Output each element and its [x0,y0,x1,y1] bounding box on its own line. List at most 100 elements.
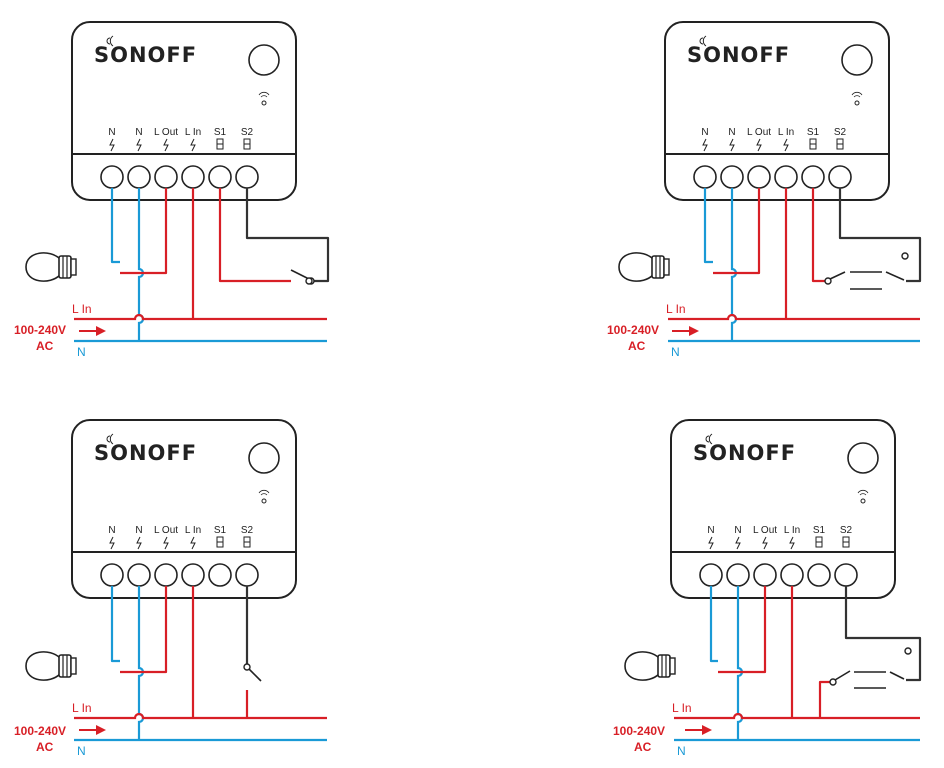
lightning-icon [708,536,714,550]
lightning-icon [163,536,169,550]
switch-contact-icon [243,536,251,548]
brand-logo: SONOFF [94,43,197,67]
wifi-led-icon [851,91,863,106]
terminal-screw-5 [208,165,232,189]
s2-switch-wire [245,188,330,283]
terminal-screw-6 [828,165,852,189]
neutral-to-bulb-wire [709,586,718,663]
lightning-icon [190,138,196,152]
single-pole-switch [243,663,262,682]
terminal-label-2: N [135,127,142,138]
arrow-right-icon [672,326,699,336]
two-way-switch [829,647,912,689]
terminal-label-5: S1 [214,525,227,536]
live-line-label: L In [72,302,92,316]
terminal-screw-4 [774,165,798,189]
terminal-screw-1 [693,165,717,189]
terminal-screw-5 [801,165,825,189]
neutral-line-label: N [77,744,86,758]
terminal-screw-3 [154,563,178,587]
switch-contact-icon [216,536,224,548]
terminal-screw-1 [100,165,124,189]
terminal-label-1: N [108,127,115,138]
terminal-screw-4 [780,563,804,587]
terminal-label-3: L Out [747,127,771,138]
terminal-label-4: L In [185,127,201,138]
live-line-label: L In [666,302,686,316]
lightning-icon [109,138,115,152]
brand-logo: SONOFF [687,43,790,67]
wifi-signal-icon [705,433,713,445]
terminal-label-6: S2 [241,525,254,536]
terminal-screw-2 [720,165,744,189]
arrow-right-icon [79,326,106,336]
live-supply-line [674,712,920,720]
terminal-label-2: N [728,127,735,138]
supply-ac-label: AC [628,339,646,353]
terminal-label-4: L In [185,525,201,536]
terminal-label-3: L Out [154,525,178,536]
s2-switch-wire [844,586,922,682]
terminal-label-6: S2 [840,525,853,536]
switch-contact-icon [216,138,224,150]
pairing-button-icon [847,442,879,474]
live-supply-line [74,712,327,720]
device-body [664,21,890,201]
load-live-wire [120,188,168,275]
neutral-supply-wire [736,586,744,740]
light-bulb-icon [618,252,670,282]
terminal-screw-3 [747,165,771,189]
lightning-icon [163,138,169,152]
light-bulb-icon [624,651,676,681]
live-line-label: L In [72,701,92,715]
brand-logo: SONOFF [693,441,796,465]
supply-voltage-label: 100-240V [613,724,665,738]
supply-ac-label: AC [36,740,54,754]
terminal-screw-2 [726,563,750,587]
device-body [71,21,297,201]
lightning-icon [783,138,789,152]
live-supply-line [74,313,327,321]
terminal-screw-1 [100,563,124,587]
wifi-signal-icon [106,35,114,47]
supply-ac-label: AC [36,339,54,353]
supply-voltage-label: 100-240V [14,323,66,337]
lightning-icon [762,536,768,550]
terminal-label-1: N [701,127,708,138]
terminal-label-3: L Out [154,127,178,138]
s1-switch-wire [218,188,291,283]
lightning-icon [136,536,142,550]
pairing-button-icon [248,44,280,76]
s2-switch-wire [838,188,922,283]
device-body [71,419,297,599]
switch-live-wire [818,680,830,718]
terminal-label-4: L In [778,127,794,138]
terminal-screw-4 [181,165,205,189]
terminal-label-4: L In [784,525,800,536]
device-body [670,419,896,599]
lightning-icon [756,138,762,152]
neutral-to-bulb-wire [110,586,120,663]
neutral-to-bulb-wire [110,188,120,264]
wifi-signal-icon [699,35,707,47]
switch-contact-icon [842,536,850,548]
lightning-icon [109,536,115,550]
lightning-icon [702,138,708,152]
neutral-supply-wire [730,188,738,341]
terminal-label-5: S1 [214,127,227,138]
neutral-supply-wire [137,586,145,740]
neutral-to-bulb-wire [703,188,713,264]
load-live-wire [120,586,168,674]
live-supply-line [668,313,920,321]
terminal-screw-2 [127,165,151,189]
arrow-right-icon [79,725,106,735]
lightning-icon [729,138,735,152]
terminal-label-1: N [108,525,115,536]
